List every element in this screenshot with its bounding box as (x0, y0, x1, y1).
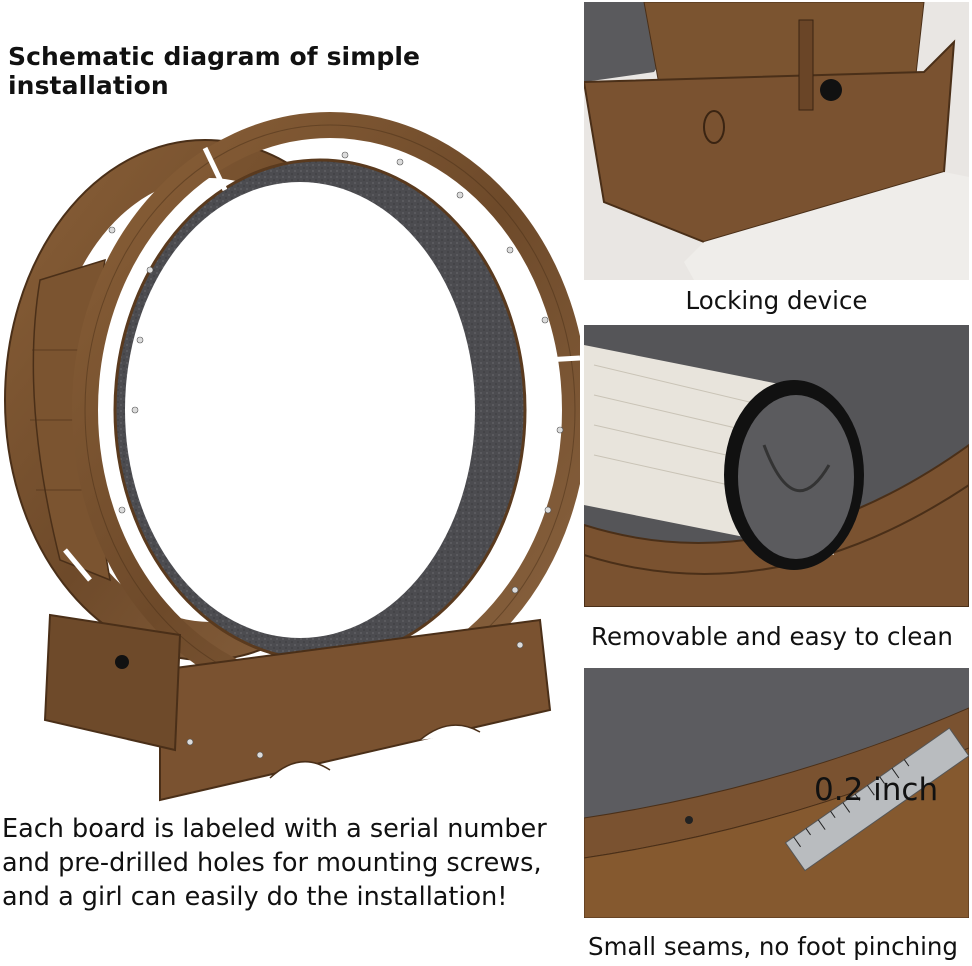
page-title: Schematic diagram of simple installation (8, 42, 421, 100)
locking-device-photo (584, 2, 969, 280)
panel-caption-removable: Removable and easy to clean (591, 622, 953, 651)
cat-wheel-exploded-illustration (4, 112, 580, 802)
description-line: and a girl can easily do the installatio… (2, 882, 508, 912)
small-seams-photo: 0.2 inch (584, 668, 969, 918)
seam-measurement-label: 0.2 inch (814, 772, 939, 808)
removable-carpet-photo (584, 325, 969, 607)
panel-caption-seams: Small seams, no foot pinching (588, 932, 958, 961)
description-line: and pre-drilled holes for mounting screw… (2, 848, 542, 878)
ruler (784, 727, 969, 872)
description-line: Each board is labeled with a serial numb… (2, 814, 547, 844)
locking-knob (115, 655, 129, 669)
panel-caption-locking: Locking device (685, 286, 868, 315)
installation-description: Each board is labeled with a serial numb… (2, 812, 582, 914)
locking-knob (820, 79, 842, 101)
